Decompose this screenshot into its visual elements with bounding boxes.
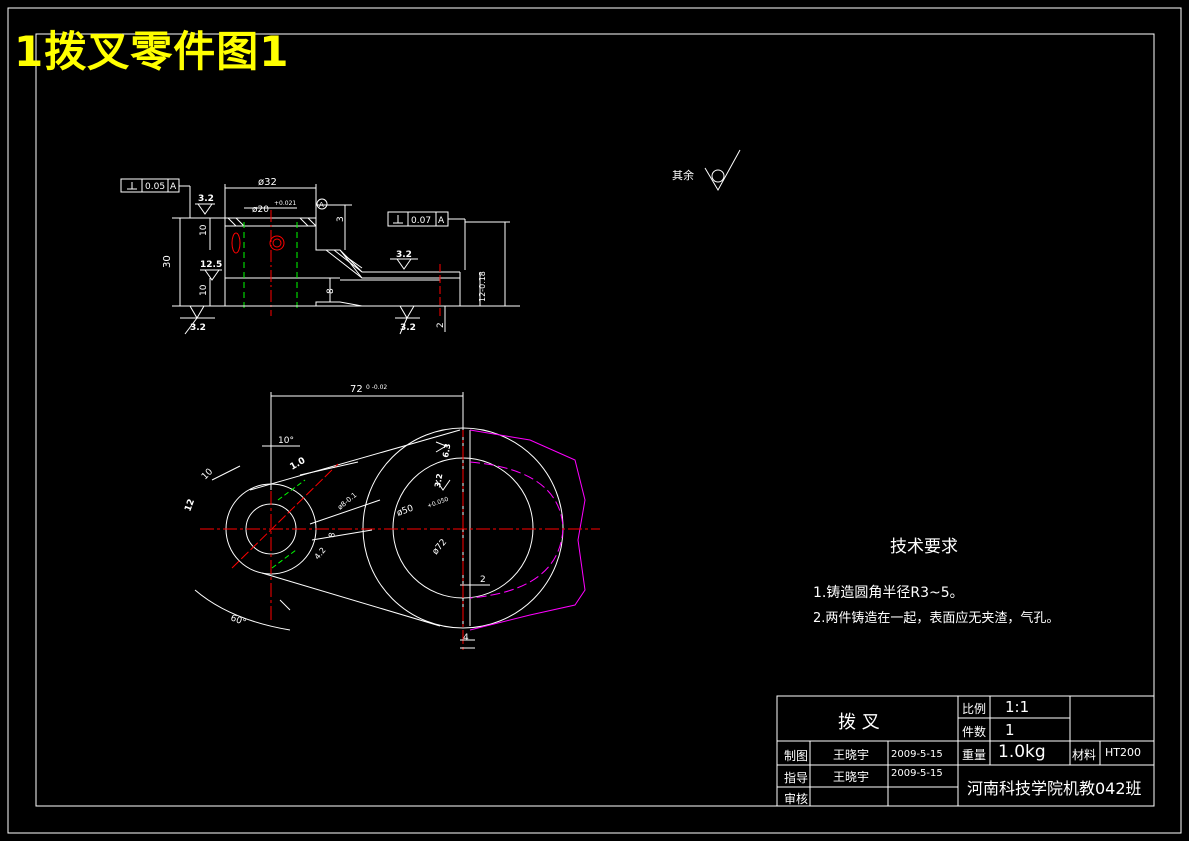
front-view-dimensions bbox=[194, 392, 490, 649]
tb-qty-label: 件数 bbox=[962, 725, 987, 739]
tol-right-datum: A bbox=[438, 216, 445, 226]
dim-h10b: 10 bbox=[199, 284, 209, 296]
dim-r32-front: 3.2 bbox=[433, 473, 444, 489]
tb-drawn-by: 王晓宇 bbox=[833, 748, 870, 762]
dim-r10b: 1.0 bbox=[289, 456, 308, 473]
dim-angle10: 10° bbox=[278, 436, 294, 446]
dim-angle60: 60° bbox=[229, 613, 247, 628]
dim-h8: 8 bbox=[326, 288, 336, 294]
top-view-dimensions bbox=[120, 178, 520, 335]
dim-r42: 4.2 bbox=[313, 546, 328, 562]
tb-guide-by: 王晓宇 bbox=[833, 770, 870, 784]
dim-d32: ø32 bbox=[258, 177, 277, 188]
datum-circle-label: A bbox=[319, 201, 324, 209]
tb-scale-value: 1:1 bbox=[1005, 698, 1030, 716]
drawing-labels: 0.05 A 0.07 A A 3.2 12.5 3.2 3.2 3.2 ø32… bbox=[145, 177, 487, 643]
tb-weight-label: 重量 bbox=[962, 748, 987, 762]
tech-req-item-1: 1.铸造圆角半径R3~5。 bbox=[813, 585, 964, 601]
top-view-centerlines bbox=[243, 210, 441, 316]
dim-h2: 2 bbox=[436, 322, 446, 328]
dim-d20-tol: +0.021 bbox=[274, 200, 296, 207]
dim-w8: 8 bbox=[327, 532, 337, 539]
tb-drawn-date: 2009-5-15 bbox=[891, 749, 943, 760]
roughness-3-2-a: 3.2 bbox=[198, 194, 214, 204]
dim-d50: ø50 bbox=[396, 504, 416, 519]
roughness-12-5: 12.5 bbox=[200, 260, 222, 270]
tech-req-heading: 技术要求 bbox=[890, 537, 958, 557]
tb-guide-label: 指导 bbox=[784, 771, 809, 785]
tol-right-value: 0.07 bbox=[411, 216, 431, 226]
outer-frame bbox=[7, 7, 1182, 834]
dim-d72: ø72 bbox=[431, 538, 450, 557]
title-block bbox=[776, 695, 1155, 807]
tb-part-name: 拨 叉 bbox=[838, 712, 880, 733]
drawing-title: 1拨叉零件图1 bbox=[14, 27, 290, 76]
tb-scale-label: 比例 bbox=[962, 702, 987, 716]
tb-qty-value: 1 bbox=[1005, 721, 1015, 739]
dim-h30: 30 bbox=[162, 255, 173, 268]
tb-material-label: 材料 bbox=[1072, 748, 1097, 762]
roughness-3-2-c: 3.2 bbox=[396, 250, 412, 260]
surface-note-label: 其余 bbox=[672, 169, 694, 182]
front-view bbox=[225, 427, 564, 629]
dim-h10a: 10 bbox=[199, 224, 209, 236]
tb-school: 河南科技学院机教042班 bbox=[967, 779, 1142, 798]
tol-top-value: 0.05 bbox=[145, 182, 165, 192]
inner-frame bbox=[35, 33, 1155, 807]
dim-h3: 3 bbox=[336, 216, 346, 222]
tb-drawn-label: 制图 bbox=[784, 749, 809, 763]
tb-review-label: 审核 bbox=[784, 792, 809, 806]
global-roughness-symbol bbox=[704, 149, 741, 192]
dim-r63: 6.3 bbox=[441, 443, 452, 459]
dim-w2: 2 bbox=[480, 575, 486, 585]
dim-d20: ø20 bbox=[252, 205, 269, 215]
dim-w4: 4 bbox=[463, 633, 469, 643]
dim-r12: 12 bbox=[183, 498, 197, 513]
tb-guide-date: 2009-5-15 bbox=[891, 768, 943, 779]
roughness-3-2-d: 3.2 bbox=[400, 323, 416, 333]
top-view bbox=[224, 217, 461, 307]
dim-len72: 72 bbox=[350, 384, 363, 395]
dim-d50-tol: +0.050 bbox=[426, 496, 449, 510]
tb-weight-value: 1.0kg bbox=[998, 742, 1046, 762]
dim-len72-tol: 0 -0.02 bbox=[366, 384, 387, 391]
front-view-phantom bbox=[469, 429, 586, 631]
dim-h12: 12-0.18 bbox=[478, 271, 487, 302]
tol-top-datum: A bbox=[170, 182, 177, 192]
tech-req-item-2: 2.两件铸造在一起，表面应无夹渣，气孔。 bbox=[813, 611, 1060, 626]
roughness-3-2-b: 3.2 bbox=[190, 323, 206, 333]
tb-material-value: HT200 bbox=[1105, 746, 1141, 759]
